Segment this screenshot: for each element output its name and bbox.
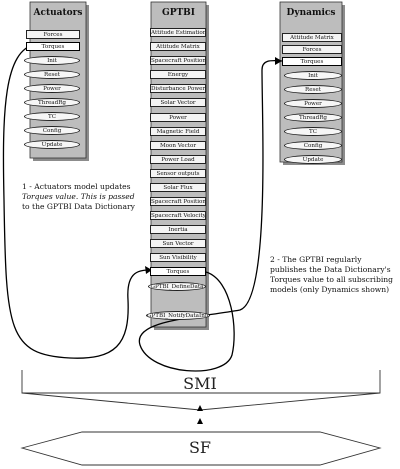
actuators-method-tc[interactable]: TC <box>24 112 80 121</box>
flow-actuators-to-gptbi <box>2 43 153 359</box>
note-gptbi-publishes: 2 - The GPTBI regularly publishes the Da… <box>270 255 398 295</box>
dynamics-method-tc[interactable]: TC <box>284 127 342 136</box>
dynamics-title: Dynamics <box>286 8 336 18</box>
dynamics-method-update[interactable]: Update <box>284 155 342 164</box>
arrow-dynamics-head <box>275 57 282 65</box>
dynamics-slot-torques[interactable]: Torques <box>282 57 342 66</box>
note1-line-2: Torques value. This is passed <box>22 192 135 201</box>
gptbi-slot-energy[interactable]: Energy <box>150 70 206 79</box>
gptbi-slot-solar-vector[interactable]: Solar Vector <box>150 98 206 107</box>
actuators-method-threadrg[interactable]: ThreadRg <box>24 98 80 107</box>
dynamics-method-config[interactable]: Config <box>284 141 342 150</box>
gptbi-slot-spacecraft-position-2[interactable]: Spacecraft Position <box>150 197 206 206</box>
gptbi-slot-inertia[interactable]: Inertia <box>150 225 206 234</box>
gptbi-slot-moon-vector[interactable]: Moon Vector <box>150 141 206 150</box>
note-actuators-update: 1 - Actuators model updates Torques valu… <box>22 182 152 212</box>
gptbi-slot-solar-flux[interactable]: Solar Flux <box>150 183 206 192</box>
gptbi-slot-magnetic-field[interactable]: Magnetic Field <box>150 127 206 136</box>
note2-line-4: models (only Dynamics shown) <box>270 285 390 294</box>
gptbi-slot-power-load[interactable]: Power Load <box>150 155 206 164</box>
note1-line-3: to the GPTBI Data Dictionary <box>22 202 135 211</box>
gptbi-title: GPTBI <box>162 8 195 18</box>
actuators-slot-forces[interactable]: Forces <box>26 30 80 39</box>
actuators-title: Actuators <box>33 8 83 18</box>
note2-line-3: Torques value to all subscribing <box>270 275 394 284</box>
gptbi-slot-attitude-estimation[interactable]: Attitude Estimation <box>150 28 206 37</box>
gptbi-slot-torques[interactable]: Torques <box>150 267 206 276</box>
gptbi-slot-disturbance-power[interactable]: Disturbance Power <box>150 84 206 93</box>
dynamics-column <box>279 1 343 163</box>
actuators-method-init[interactable]: Init <box>24 56 80 65</box>
gptbi-slot-power[interactable]: Power <box>150 113 206 122</box>
note2-line-1: 2 - The GPTBI regularly <box>270 255 362 264</box>
gptbi-slot-sun-visibility[interactable]: Sun Visibility <box>150 253 206 262</box>
smi-pointer <box>197 405 203 411</box>
actuators-method-power[interactable]: Power <box>24 84 80 93</box>
note2-line-2: publishes the Data Dictionary's <box>270 265 391 274</box>
dynamics-method-threadrg[interactable]: ThreadRg <box>284 113 342 122</box>
gptbi-slot-attitude-matrix[interactable]: Attitude Matrix <box>150 42 206 51</box>
actuators-method-update[interactable]: Update <box>24 140 80 149</box>
dynamics-method-reset[interactable]: Reset <box>284 85 342 94</box>
dynamics-slot-attitude-matrix[interactable]: Attitude Matrix <box>282 33 342 42</box>
gptbi-slot-spacecraft-position[interactable]: Spacecraft Position <box>150 56 206 65</box>
smi-layer-label: SMI <box>183 374 217 393</box>
sf-layer-label: SF <box>188 438 212 457</box>
smi-bracket <box>21 370 381 394</box>
gptbi-slot-spacecraft-velocity[interactable]: Spacecraft Velocity <box>150 211 206 220</box>
gptbi-slot-sensor-outputs[interactable]: Sensor outputs <box>150 169 206 178</box>
actuators-method-config[interactable]: Config <box>24 126 80 135</box>
actuators-method-reset[interactable]: Reset <box>24 70 80 79</box>
sf-layer-outline <box>20 431 382 466</box>
gptbi-method-define-data[interactable]: GPTBI_DefineData <box>148 282 206 291</box>
dynamics-slot-forces[interactable]: Forces <box>282 45 342 54</box>
gptbi-method-notify-data-info[interactable]: GPTBI_NotifyDataInfo <box>146 311 210 320</box>
arrow-actuators-head <box>145 266 152 274</box>
note1-line-1: 1 - Actuators model updates <box>22 182 131 191</box>
gptbi-slot-sun-vector[interactable]: Sun Vector <box>150 239 206 248</box>
actuators-slot-torques[interactable]: Torques <box>26 42 80 51</box>
sf-pointer <box>197 418 203 424</box>
dynamics-method-init[interactable]: Init <box>284 71 342 80</box>
dynamics-method-power[interactable]: Power <box>284 99 342 108</box>
